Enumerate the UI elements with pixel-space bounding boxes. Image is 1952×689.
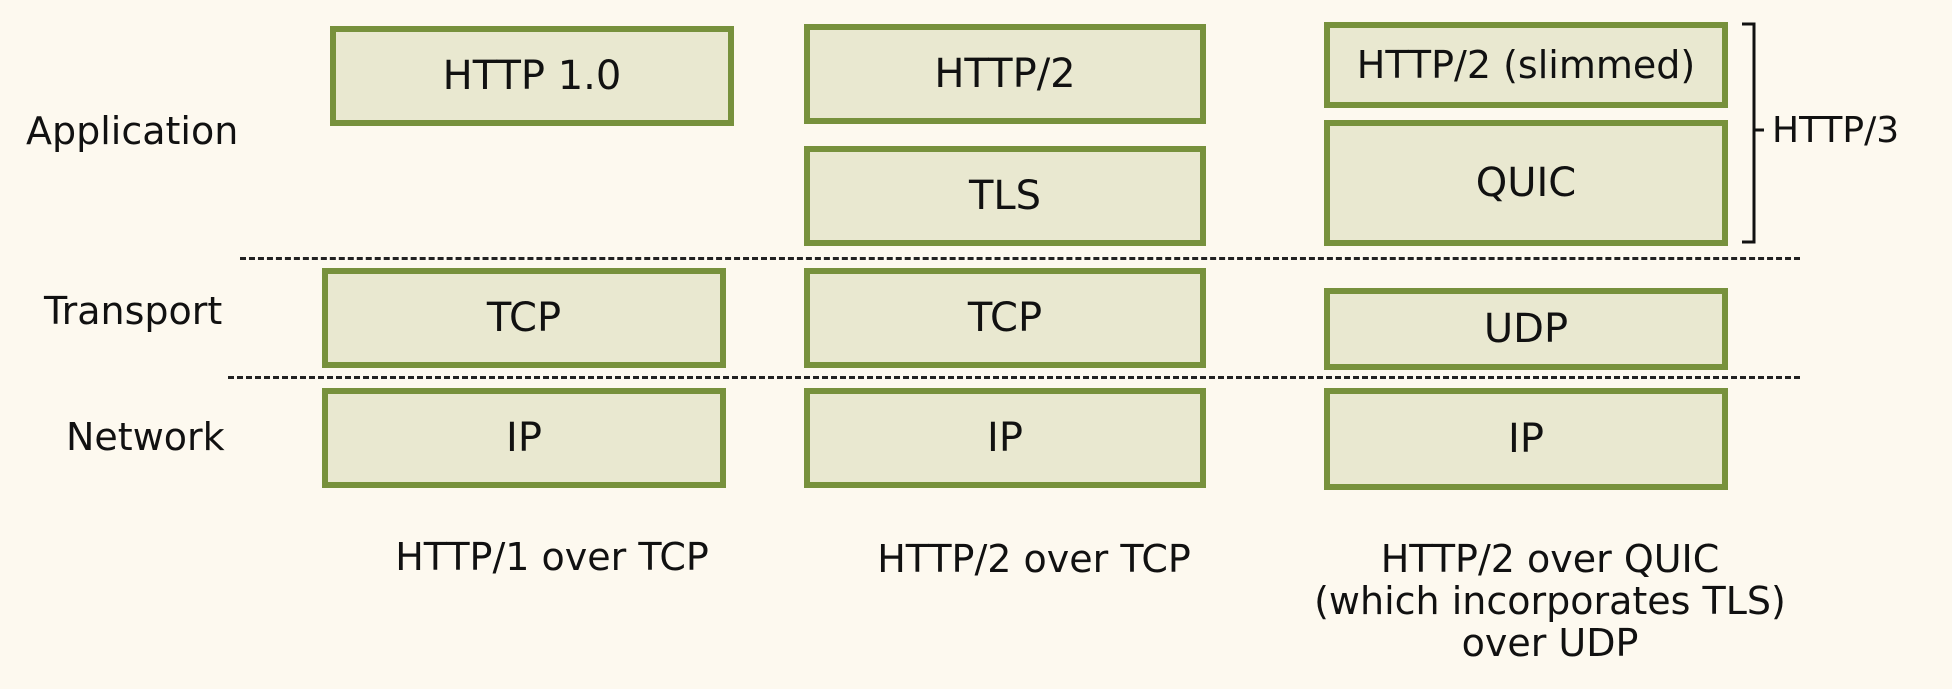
stack3-quic-box: QUIC (1324, 120, 1728, 246)
http3-bracket (1742, 22, 1764, 244)
stack1-tcp-box: TCP (322, 268, 726, 368)
layer-label-application: Application (26, 109, 239, 153)
stack2-tcp-box: TCP (804, 268, 1206, 368)
stack3-caption-line-1: HTTP/2 over QUIC (1380, 537, 1720, 581)
stack2-http2-box: HTTP/2 (804, 24, 1206, 124)
stack3-udp-box: UDP (1324, 288, 1728, 370)
http3-label: HTTP/3 (1772, 110, 1900, 151)
stack2-caption-line: HTTP/2 over TCP (877, 537, 1191, 581)
stack3-http2-slimmed-box: HTTP/2 (slimmed) (1324, 22, 1728, 108)
layer-label-network: Network (66, 415, 225, 459)
divider-transport-network (228, 376, 1800, 379)
stack2-caption: HTTP/2 over TCP (844, 538, 1224, 580)
stack1-caption: HTTP/1 over TCP (362, 536, 742, 578)
stack1-ip-box: IP (322, 388, 726, 488)
layer-label-transport: Transport (44, 289, 223, 333)
stack3-ip-box: IP (1324, 388, 1728, 490)
divider-application-transport (240, 257, 1800, 260)
stack3-caption: HTTP/2 over QUIC (which incorporates TLS… (1290, 538, 1810, 664)
stack1-caption-line: HTTP/1 over TCP (395, 535, 709, 579)
stack3-caption-line-3: over UDP (1461, 621, 1639, 665)
stack2-ip-box: IP (804, 388, 1206, 488)
stack2-tls-box: TLS (804, 146, 1206, 246)
stack3-caption-line-2: (which incorporates TLS) (1314, 579, 1786, 623)
stack1-http10-box: HTTP 1.0 (330, 26, 734, 126)
